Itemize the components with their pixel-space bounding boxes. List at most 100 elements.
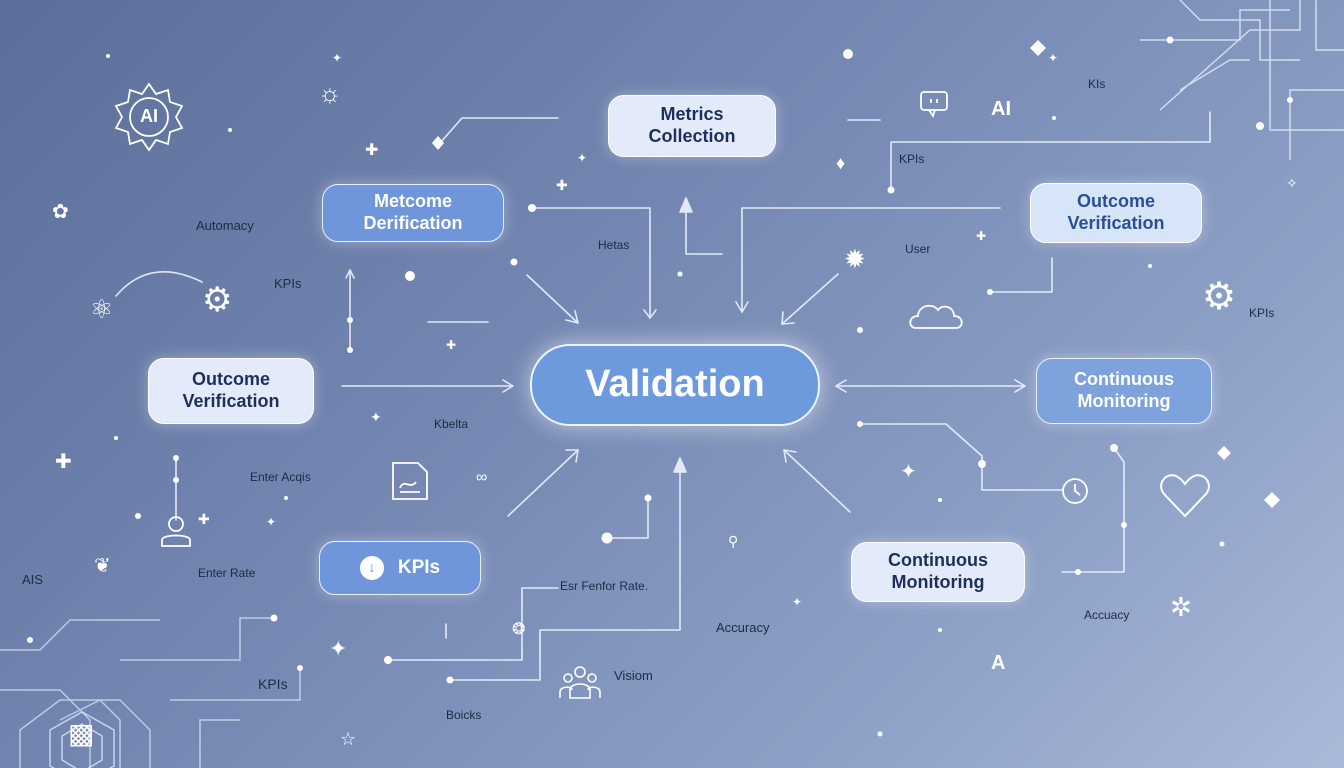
node-dot	[347, 317, 353, 323]
continuous-monitoring-node-bottom: Continuous Monitoring	[851, 542, 1025, 602]
label-accuracy-center: Accuracy	[716, 620, 770, 635]
sparkle-icon: ✦	[329, 636, 348, 661]
circuit-trace	[1315, 0, 1344, 51]
label-esr-rate: Esr Fenfor Rate.	[560, 579, 649, 593]
diamond-mark	[1030, 40, 1046, 56]
circuit-trace	[1140, 9, 1290, 41]
circuit-trace	[120, 617, 274, 661]
circuit-trace	[1159, 0, 1301, 111]
node-dot	[987, 289, 993, 295]
circuit-trace	[1179, 0, 1300, 61]
sparkle-icon: ✦	[332, 51, 343, 65]
circuit-trace	[0, 619, 160, 651]
circuit-trace	[170, 668, 301, 701]
label-enter-acqis: Enter Acqis	[250, 470, 311, 484]
node-dot	[1287, 97, 1293, 103]
connector	[783, 449, 851, 513]
circuit-hex	[61, 723, 103, 768]
connector	[679, 197, 693, 213]
node-dot	[1052, 116, 1056, 120]
label-automacy: Automacy	[196, 218, 254, 233]
continuous-right-label-2: Monitoring	[1077, 391, 1171, 411]
continuous-right-label-1: Continuous	[1074, 369, 1174, 390]
node-dot	[135, 513, 141, 519]
node-dot	[978, 460, 986, 468]
continuous-monitoring-node-right: Continuous Monitoring	[1036, 358, 1212, 424]
sparkle-icon: ✦	[792, 595, 803, 609]
cluster-icon: ❦	[94, 555, 111, 577]
node-dot	[106, 54, 110, 58]
label-boicks: Boicks	[446, 708, 482, 722]
badge-gear-icon: ✹	[844, 244, 866, 274]
connector	[439, 117, 559, 144]
node-dot	[446, 676, 454, 684]
connector	[890, 111, 1211, 191]
cloud-icon	[906, 298, 966, 332]
node-dot	[677, 271, 683, 277]
connector	[565, 449, 579, 463]
connector	[835, 379, 847, 393]
node-dot	[384, 656, 392, 664]
label-kis: KIs	[1088, 77, 1106, 91]
node-dot	[1110, 444, 1118, 452]
outcome-right-label-2: Verification	[1067, 213, 1165, 233]
label-kpis-bottom: KPIs	[258, 676, 288, 692]
clock-icon	[1061, 477, 1089, 505]
sparkle-icon: ✦	[1048, 51, 1059, 65]
node-dot	[270, 614, 278, 622]
circuit-hex	[49, 711, 115, 768]
node-dot	[1219, 541, 1225, 547]
outcome-left-label-1: Outcome	[191, 369, 270, 390]
connector	[741, 207, 1001, 313]
node-dot	[528, 204, 536, 212]
download-icon: ↓	[359, 556, 384, 580]
diamond-mark	[432, 136, 444, 150]
connector	[859, 423, 1063, 491]
kpis-node: ↓ KPIs	[319, 541, 481, 595]
label-kbelta: Kbelta	[434, 417, 469, 431]
sparkle-icon: ✚	[556, 177, 568, 193]
sparkle-icon: ✚	[365, 142, 379, 159]
metcome-derification-node: Metcome Derification	[322, 184, 504, 242]
connector	[507, 449, 579, 517]
ai-badge-text: AI	[140, 106, 158, 126]
connector	[531, 207, 651, 319]
robot-icon: ⚛	[90, 294, 114, 324]
label-accuacy-right: Accuacy	[1084, 608, 1130, 622]
validation-node: Validation	[530, 344, 820, 426]
outcome-left-label-2: Verification	[182, 391, 280, 411]
sparkle-icon: ✚	[198, 511, 210, 527]
node-dot	[347, 347, 353, 353]
connector	[989, 257, 1053, 293]
label-kpis-left: KPIs	[274, 276, 302, 291]
circuit-trace	[1289, 89, 1344, 160]
label-vision: Visiom	[614, 668, 653, 683]
connector	[345, 269, 355, 279]
sparkle-icon: ✦	[577, 151, 588, 165]
node-dot	[857, 327, 863, 333]
node-dot	[1256, 122, 1264, 130]
node-dot	[887, 186, 895, 194]
sparkle-icon: ✚	[976, 229, 987, 243]
node-dot	[284, 496, 288, 500]
label-a-bottom: A	[991, 652, 1006, 674]
node-dot	[877, 731, 883, 737]
circuit-trace	[19, 699, 151, 768]
connector	[643, 309, 657, 319]
gear-icon: ⚙	[1202, 276, 1237, 318]
sparkle-icon: ✚	[55, 451, 72, 473]
node-dot	[601, 532, 613, 544]
connector	[781, 273, 839, 325]
person-icon	[158, 512, 194, 550]
drop-icon: ♦	[836, 153, 846, 173]
connector	[673, 457, 687, 473]
node-dot	[1121, 522, 1127, 528]
node-dot	[938, 628, 942, 632]
node-dot	[173, 455, 179, 461]
sparkle-icon: ✦	[370, 409, 382, 425]
node-dot	[938, 498, 942, 502]
connector	[565, 310, 579, 324]
node-dot	[173, 477, 179, 483]
label-ai-top: AI	[991, 98, 1011, 120]
metrics-label-2: Collection	[648, 126, 736, 146]
